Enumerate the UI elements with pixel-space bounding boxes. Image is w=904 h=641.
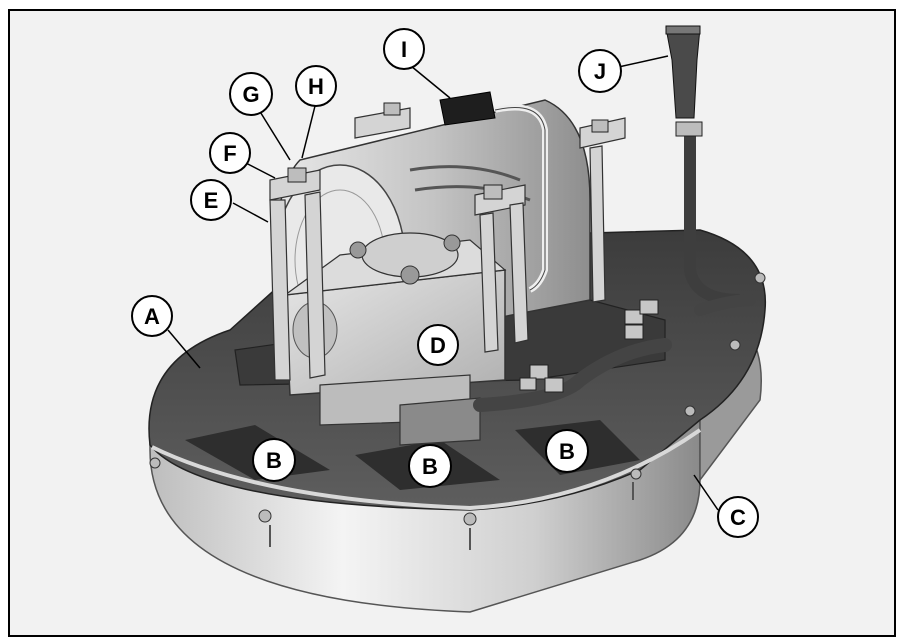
callout-label-c: C xyxy=(730,505,746,530)
gearbox-block xyxy=(282,232,507,446)
callout-b3: B xyxy=(545,429,589,473)
callout-d: D xyxy=(417,324,459,366)
callout-label-i: I xyxy=(401,37,407,62)
skirt-studs xyxy=(269,482,634,550)
callout-j: J xyxy=(578,49,622,93)
callout-h: H xyxy=(295,65,337,107)
callout-label-f: F xyxy=(223,141,236,166)
callout-label-g: G xyxy=(242,82,259,107)
callout-e: E xyxy=(190,179,232,221)
callout-f: F xyxy=(209,132,251,174)
skirt-bolts xyxy=(149,272,766,526)
callout-g: G xyxy=(229,72,273,116)
callout-i: I xyxy=(383,28,425,70)
leader-lines xyxy=(167,55,719,511)
bracket-bolts xyxy=(287,102,609,200)
callout-label-d: D xyxy=(430,333,446,358)
callout-b1: B xyxy=(252,438,296,482)
motor-brackets xyxy=(269,107,626,381)
callout-label-j: J xyxy=(594,59,606,84)
fittings xyxy=(519,299,659,393)
callout-label-b2: B xyxy=(422,454,438,479)
callout-label-h: H xyxy=(308,74,324,99)
callout-b2: B xyxy=(408,444,452,488)
callout-label-a: A xyxy=(144,304,160,329)
connector-box xyxy=(439,91,548,293)
callout-label-b3: B xyxy=(559,439,575,464)
hydraulic-hoses xyxy=(473,294,756,412)
callout-a: A xyxy=(131,295,173,337)
callout-c: C xyxy=(717,496,759,538)
callout-label-b1: B xyxy=(266,448,282,473)
callout-label-e: E xyxy=(204,188,219,213)
